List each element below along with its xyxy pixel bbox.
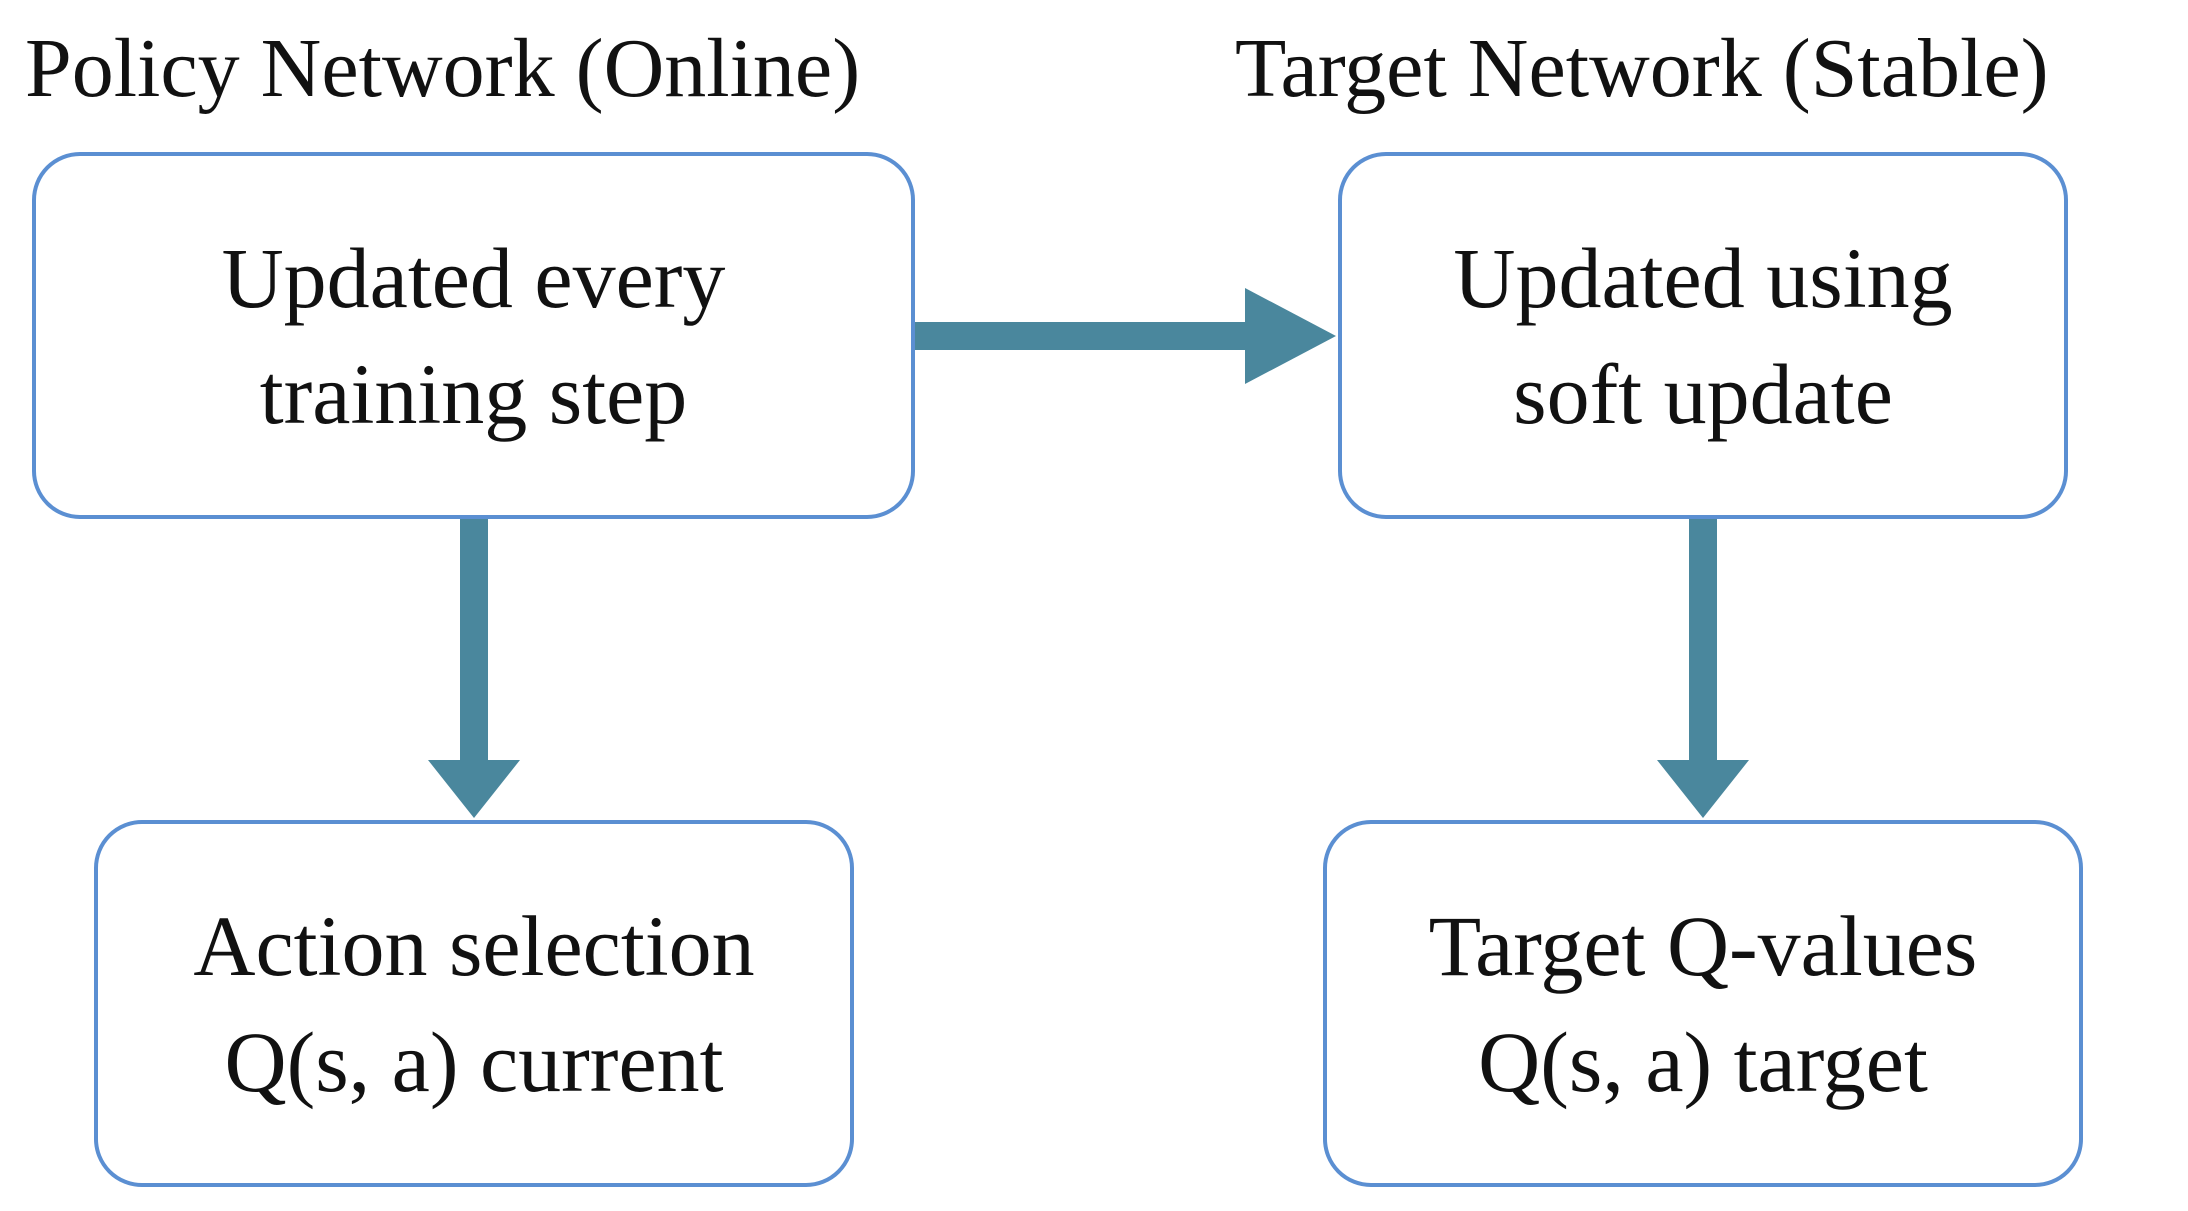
policy-to-target-arrow — [915, 288, 1336, 384]
policy-to-action-arrow — [428, 519, 520, 818]
target-q-values-line1: Target Q-values — [1428, 897, 1978, 994]
policy-network-heading: Policy Network (Online) — [25, 22, 861, 115]
target-update-line1: Updated using — [1453, 229, 1953, 326]
policy-update-line2: training step — [259, 345, 688, 442]
action-selection-line1: Action selection — [193, 897, 755, 994]
policy-update-box: Updated every training step — [32, 152, 915, 519]
target-q-values-box: Target Q-values Q(s, a) target — [1323, 820, 2083, 1187]
action-selection-line2: Q(s, a) current — [224, 1013, 724, 1110]
action-selection-box: Action selection Q(s, a) current — [94, 820, 854, 1187]
target-network-heading: Target Network (Stable) — [1235, 22, 2049, 115]
target-to-targetq-arrow — [1657, 519, 1749, 818]
target-update-box: Updated using soft update — [1338, 152, 2068, 519]
target-update-line2: soft update — [1513, 345, 1893, 442]
policy-update-line1: Updated every — [221, 229, 726, 326]
target-q-values-line2: Q(s, a) target — [1478, 1013, 1928, 1110]
